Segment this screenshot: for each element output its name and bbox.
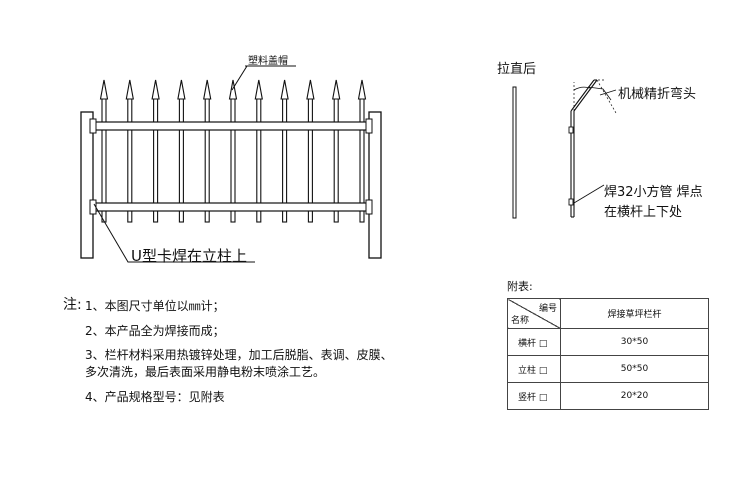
cap-leader-line <box>231 65 248 91</box>
bend-label: 机械精折弯头 <box>618 87 697 102</box>
row-value: 50*50 <box>560 355 709 383</box>
note-item: 1、本图尺寸单位以㎜计； <box>85 299 225 313</box>
picket-cap <box>203 79 212 100</box>
u-clip <box>365 199 373 215</box>
table-caption: 附表: <box>507 280 533 293</box>
table-row: 竖杆 □ 20*20 <box>507 382 709 410</box>
straightened-picket <box>512 86 517 219</box>
corner-bottom-label: 名称 <box>511 316 530 326</box>
u-clip-leader-line <box>93 203 255 263</box>
picket-cap <box>306 79 315 100</box>
u-clip <box>89 118 97 134</box>
right-post <box>368 111 382 259</box>
u-clip <box>89 199 97 215</box>
picket-cap <box>254 79 263 100</box>
row-value: 20*20 <box>560 382 709 410</box>
weld-label-line2: 在横杆上下处 <box>604 205 683 220</box>
picket-cap <box>280 79 289 100</box>
picket-cap <box>99 79 109 100</box>
picket-cap <box>177 79 186 100</box>
row-value: 30*50 <box>560 328 709 356</box>
picket-cap <box>151 79 160 100</box>
weld-label-line1: 焊32小方管 焊点 <box>604 185 703 200</box>
table-row: 横杆 □ 30*50 <box>507 328 709 356</box>
top-rail <box>92 121 370 131</box>
u-clip <box>365 118 373 134</box>
picket-cap <box>125 79 134 100</box>
note-item: 多次清洗，最后表面采用静电粉末喷涂工艺。 <box>85 365 326 379</box>
table-row: 立柱 □ 50*50 <box>507 355 709 383</box>
pickets <box>99 79 367 223</box>
u-clip-label: U型卡焊在立柱上 <box>131 247 247 265</box>
bottom-rail <box>92 202 370 212</box>
note-item: 2、本产品全为焊接而成； <box>85 324 225 338</box>
straightened-label: 拉直后 <box>497 62 537 77</box>
notes-heading: 注: <box>63 297 82 313</box>
weld-leader-line <box>573 184 605 204</box>
row-name: 横杆 □ <box>507 328 561 356</box>
corner-top-label: 编号 <box>538 304 557 314</box>
table-corner-cell: 编号 名称 <box>507 298 561 329</box>
picket-cap <box>332 79 341 100</box>
row-name: 立柱 □ <box>507 355 561 383</box>
note-item: 4、产品规格型号：见附表 <box>85 390 225 404</box>
row-name: 竖杆 □ <box>507 382 561 410</box>
spec-table: 编号 名称 焊接草坪栏杆 横杆 □ 30*50 立柱 □ 50*50 竖杆 □ … <box>507 298 709 410</box>
left-post <box>80 111 94 259</box>
bent-picket-detail <box>568 79 617 218</box>
bend-leader-line <box>599 89 617 96</box>
picket-cap <box>357 79 367 100</box>
column-header: 焊接草坪栏杆 <box>560 298 709 329</box>
cap-label: 塑料盖帽 <box>248 56 288 67</box>
note-item: 3、栏杆材料采用热镀锌处理，加工后脱脂、表调、皮膜、 <box>85 348 393 362</box>
picket-cap <box>228 79 238 100</box>
